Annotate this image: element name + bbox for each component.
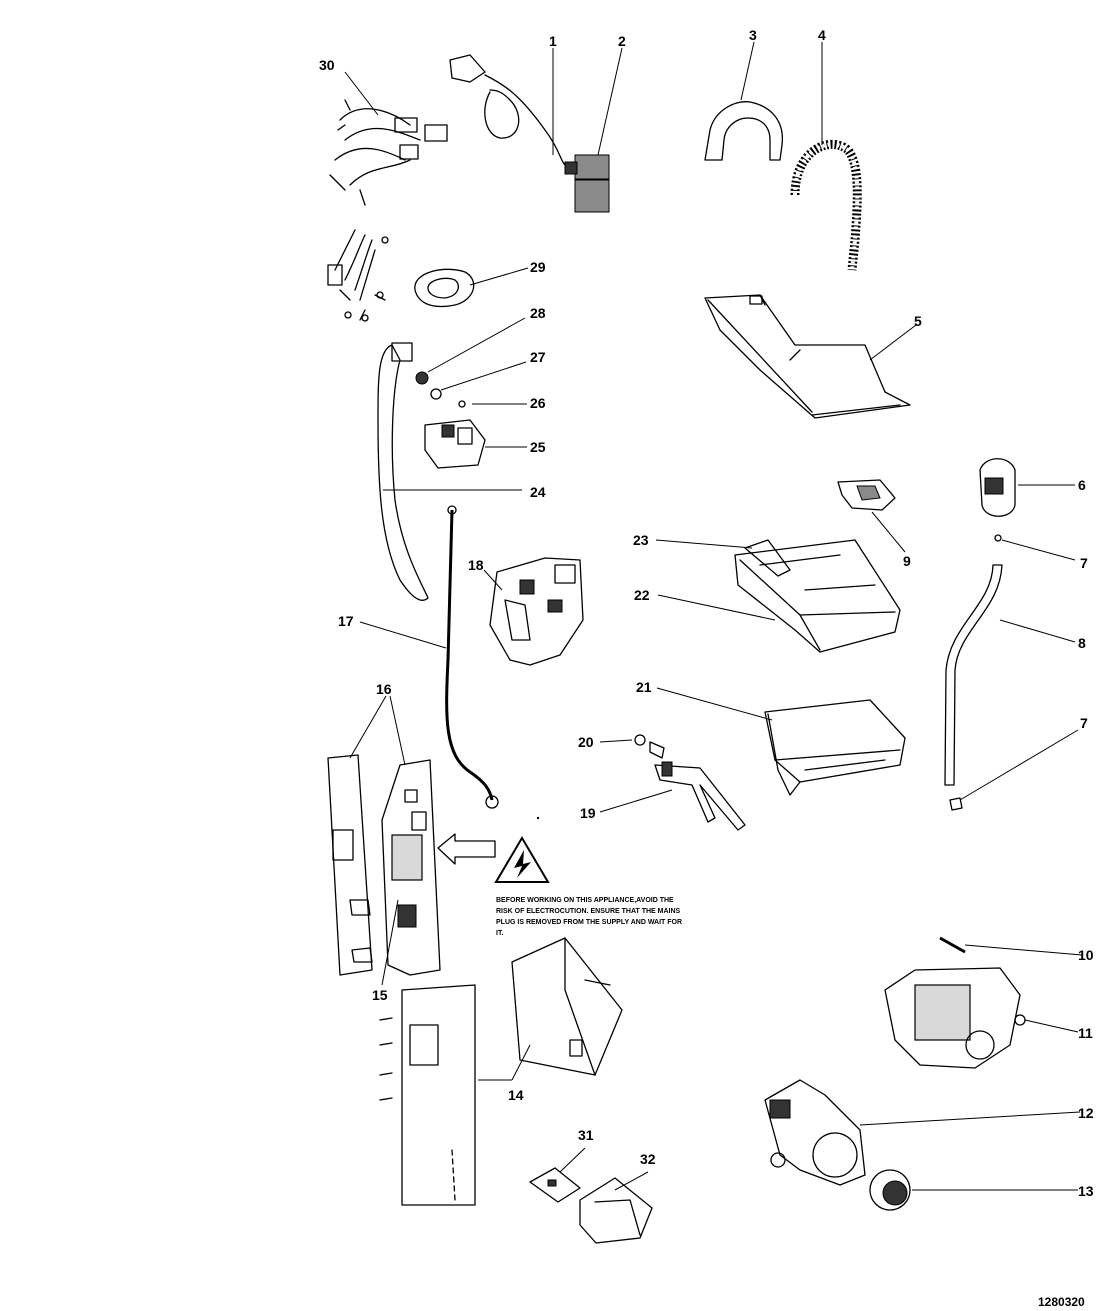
callout-27: 27 bbox=[530, 349, 546, 365]
callout-25: 25 bbox=[530, 439, 546, 455]
callout-31: 31 bbox=[578, 1127, 594, 1143]
callout-15: 15 bbox=[372, 987, 388, 1003]
warning-line-3: PLUG IS REMOVED FROM THE SUPPLY AND WAIT… bbox=[496, 919, 682, 926]
part-9-siphon-cap bbox=[837, 479, 906, 553]
part-6-pressure-switch bbox=[979, 458, 1075, 517]
part-30-wiring-harness bbox=[329, 71, 448, 206]
part-30-wiring-harness-lower bbox=[327, 229, 389, 322]
part-15-control-board bbox=[381, 695, 441, 986]
callout-24: 24 bbox=[530, 484, 546, 500]
callout-10: 10 bbox=[1078, 947, 1094, 963]
callout-26: 26 bbox=[530, 395, 546, 411]
callout-23: 23 bbox=[633, 532, 649, 548]
hollow-arrow bbox=[437, 833, 496, 865]
callout-2: 2 bbox=[618, 33, 626, 49]
part-24-hose bbox=[377, 342, 522, 601]
part-31-bracket bbox=[529, 1147, 586, 1203]
callout-16: 16 bbox=[376, 681, 392, 697]
electrical-warning-triangle bbox=[494, 816, 550, 883]
callout-3: 3 bbox=[749, 27, 757, 43]
callout-29: 29 bbox=[530, 259, 546, 275]
part-4-drain-hose bbox=[790, 42, 862, 271]
part-7-clip-top bbox=[994, 534, 1076, 561]
callout-5: 5 bbox=[914, 313, 922, 329]
part-20-nut bbox=[599, 734, 665, 759]
part-14-cover bbox=[379, 937, 623, 1206]
callout-14: 14 bbox=[508, 1087, 524, 1103]
document-number: 1280320 bbox=[1038, 1295, 1085, 1309]
part-5-top-tray bbox=[704, 294, 917, 419]
electrocution-warning: BEFORE WORKING ON THIS APPLIANCE,AVOID T… bbox=[496, 897, 682, 937]
callout-13: 13 bbox=[1078, 1183, 1094, 1199]
part-28-spring bbox=[415, 317, 526, 385]
part-29-gasket bbox=[414, 267, 529, 308]
part-10-screw bbox=[939, 936, 1083, 956]
warning-line-1: BEFORE WORKING ON THIS APPLIANCE,AVOID T… bbox=[496, 897, 674, 904]
callout-32: 32 bbox=[640, 1151, 656, 1167]
part-3-hose-hook bbox=[704, 41, 784, 161]
part-11-motor bbox=[884, 967, 1079, 1069]
part-13-pump-filter bbox=[869, 1169, 1078, 1211]
callout-21: 21 bbox=[636, 679, 652, 695]
callout-30: 30 bbox=[319, 57, 335, 73]
part-2-suppression-filter bbox=[564, 47, 623, 213]
warning-line-2: RISK OF ELECTROCUTION. ENSURE THAT THE M… bbox=[496, 908, 681, 915]
callout-labels: 1 2 3 4 5 6 7 7 8 9 10 11 12 13 14 15 16… bbox=[319, 27, 1094, 1199]
callout-7-top: 7 bbox=[1080, 555, 1088, 571]
part-17-earth-cable bbox=[359, 505, 499, 809]
part-27-washer bbox=[430, 361, 527, 400]
callout-9: 9 bbox=[903, 553, 911, 569]
part-21-drawer-housing bbox=[656, 687, 906, 796]
part-8-pressure-tube bbox=[944, 564, 1076, 786]
callout-28: 28 bbox=[530, 305, 546, 321]
callout-12: 12 bbox=[1078, 1105, 1094, 1121]
callout-6: 6 bbox=[1078, 477, 1086, 493]
callout-4: 4 bbox=[818, 27, 826, 43]
callout-19: 19 bbox=[580, 805, 596, 821]
callout-18: 18 bbox=[468, 557, 484, 573]
part-32-housing bbox=[579, 1171, 653, 1244]
part-12-drain-pump bbox=[764, 1079, 1081, 1186]
part-22-detergent-drawer bbox=[657, 539, 901, 653]
part-23-drawer-handle bbox=[655, 539, 791, 577]
part-25-valve bbox=[424, 419, 527, 469]
warning-line-4: IT. bbox=[496, 930, 503, 937]
part-18-door-interlock bbox=[483, 557, 584, 666]
callout-1: 1 bbox=[549, 33, 557, 49]
part-1-mains-cable bbox=[449, 48, 566, 166]
part-26-screw bbox=[458, 400, 527, 408]
part-16-cover-panel bbox=[327, 695, 387, 976]
part-19-heating-element bbox=[599, 761, 746, 831]
callout-7-bottom: 7 bbox=[1080, 715, 1088, 731]
callout-20: 20 bbox=[578, 734, 594, 750]
callout-22: 22 bbox=[634, 587, 650, 603]
callout-11: 11 bbox=[1078, 1025, 1093, 1041]
callout-8: 8 bbox=[1078, 635, 1086, 651]
part-7-clip-bottom bbox=[949, 729, 1079, 811]
callout-17: 17 bbox=[338, 613, 354, 629]
